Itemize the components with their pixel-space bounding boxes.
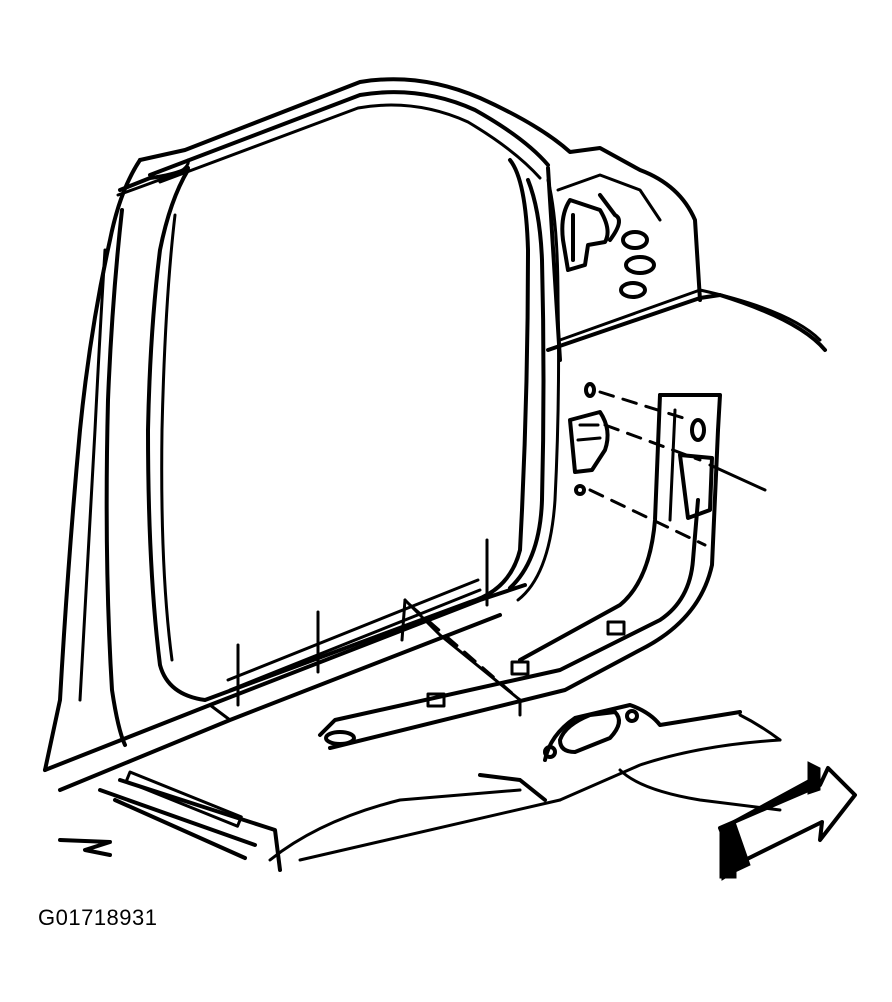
sill-trim-panel [318,393,722,750]
floor-and-seat [478,703,782,812]
rocker-sill [43,538,562,872]
alignment-leaders [400,390,767,717]
door-opening-frame [43,77,827,772]
retainer-clip [568,382,610,496]
figure-id-label: G01718931 [38,905,158,930]
forward-direction-arrow-icon [718,761,857,881]
